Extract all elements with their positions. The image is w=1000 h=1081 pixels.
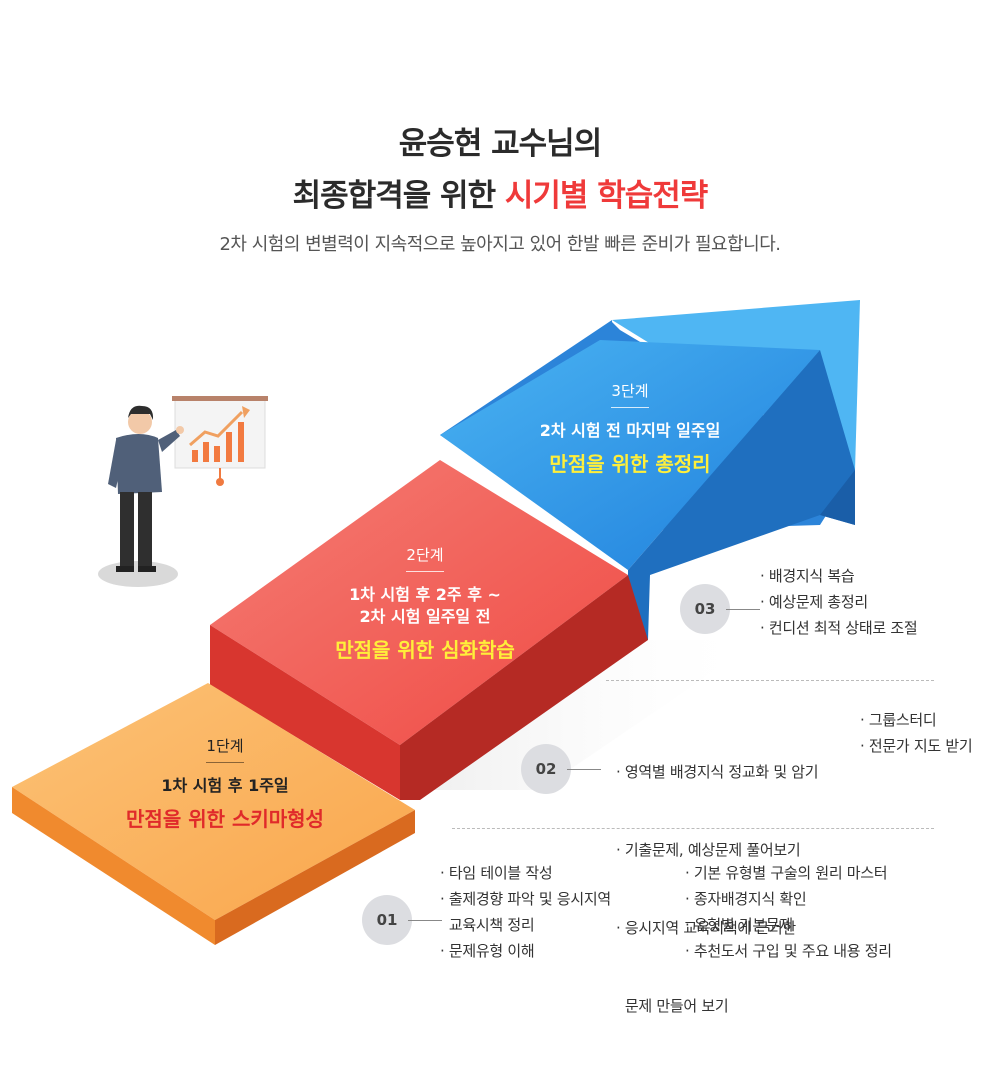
stage2-front [400, 575, 648, 800]
stage1-desc: 1차 시험 후 1주일 [161, 776, 289, 795]
stage3-label: 3단계 [611, 380, 649, 408]
step02-badge: 02 [521, 744, 571, 794]
divider [452, 828, 934, 829]
list-item: · 추천도서 구입 및 주요 내용 정리 [685, 942, 892, 960]
list-item: · 유형별 기본문제 [685, 916, 793, 934]
stage2-goal: 만점을 위한 심화학습 [335, 638, 515, 662]
stage1-left-side [12, 787, 215, 945]
stage2-label: 2단계 [406, 544, 444, 572]
stage1-card: 1단계 1차 시험 후 1주일 만점을 위한 스키마형성 [95, 735, 355, 832]
stage3-front [628, 350, 855, 640]
step01-badge: 01 [362, 895, 412, 945]
step02-connector [567, 769, 601, 770]
stage3-desc: 2차 시험 전 마지막 일주일 [539, 421, 721, 440]
stage1-top [12, 683, 415, 920]
list-item: · 기출문제, 예상문제 풀어보기 [616, 841, 801, 859]
stage2-desc-line2: 2차 시험 일주일 전 [359, 607, 491, 626]
stage3-goal: 만점을 위한 총정리 [549, 452, 711, 476]
page-title-line2: 최종합격을 위한 시기별 학습전략 [0, 170, 1000, 215]
list-item: · 응시지역 교육시책에 근거한 [616, 919, 796, 937]
stage3-top [440, 340, 820, 570]
stage1-goal: 만점을 위한 스키마형성 [126, 807, 324, 831]
list-item: · 기본 유형별 구술의 원리 마스터 [685, 864, 888, 882]
presenter-illustration [98, 396, 268, 587]
list-item: · 전문가 지도 받기 [860, 737, 973, 755]
stage2-left-side [210, 625, 400, 800]
stage3-card: 3단계 2차 시험 전 마지막 일주일 만점을 위한 총정리 [505, 380, 755, 477]
list-item: · 그룹스터디 [860, 711, 937, 729]
step01-list-col1: · 타임 테이블 작성 · 출제경향 파악 및 응시지역 교육시책 정리 · 문… [440, 860, 611, 964]
list-item: · 타임 테이블 작성 [440, 864, 553, 882]
list-item: · 영역별 배경지식 정교화 및 암기 [616, 763, 819, 781]
step01-list-col2: · 기본 유형별 구술의 원리 마스터 · 종자배경지식 확인 · 유형별 기본… [685, 860, 892, 964]
title-prefix: 최종합격을 위한 [292, 178, 505, 214]
stage1-label: 1단계 [206, 735, 244, 763]
list-item: · 컨디션 최적 상태로 조절 [760, 619, 918, 637]
list-item: 문제 만들어 보기 [616, 997, 729, 1015]
title-highlight: 시기별 학습전략 [504, 178, 708, 214]
page-subtitle: 2차 시험의 변별력이 지속적으로 높아지고 있어 한발 빠른 준비가 필요합니… [219, 234, 781, 255]
stage1-front [215, 810, 415, 945]
step03-badge: 03 [680, 584, 730, 634]
list-item: · 배경지식 복습 [760, 567, 855, 585]
stage2-desc-line1: 1차 시험 후 2주 후 ~ [349, 585, 501, 604]
step03-connector [726, 609, 760, 610]
list-item: · 예상문제 총정리 [760, 593, 868, 611]
step02-list-col2: · 그룹스터디 · 전문가 지도 받기 [860, 707, 973, 759]
divider [606, 680, 934, 681]
stage2-card: 2단계 1차 시험 후 2주 후 ~ 2차 시험 일주일 전 만점을 위한 심화… [300, 544, 550, 663]
stage2-top [210, 460, 628, 745]
page-title-line1: 윤승현 교수님의 [398, 126, 602, 162]
step03-list: · 배경지식 복습 · 예상문제 총정리 · 컨디션 최적 상태로 조절 [760, 563, 918, 641]
list-item: · 종자배경지식 확인 [685, 890, 807, 908]
step01-connector [408, 920, 442, 921]
list-item: 교육시책 정리 [440, 916, 535, 934]
list-item: · 출제경향 파악 및 응시지역 [440, 890, 611, 908]
list-item: · 문제유형 이해 [440, 942, 535, 960]
step02-list-col1: · 영역별 배경지식 정교화 및 암기 · 기출문제, 예상문제 풀어보기 · … [616, 707, 819, 1045]
stair-shadow [415, 640, 760, 790]
